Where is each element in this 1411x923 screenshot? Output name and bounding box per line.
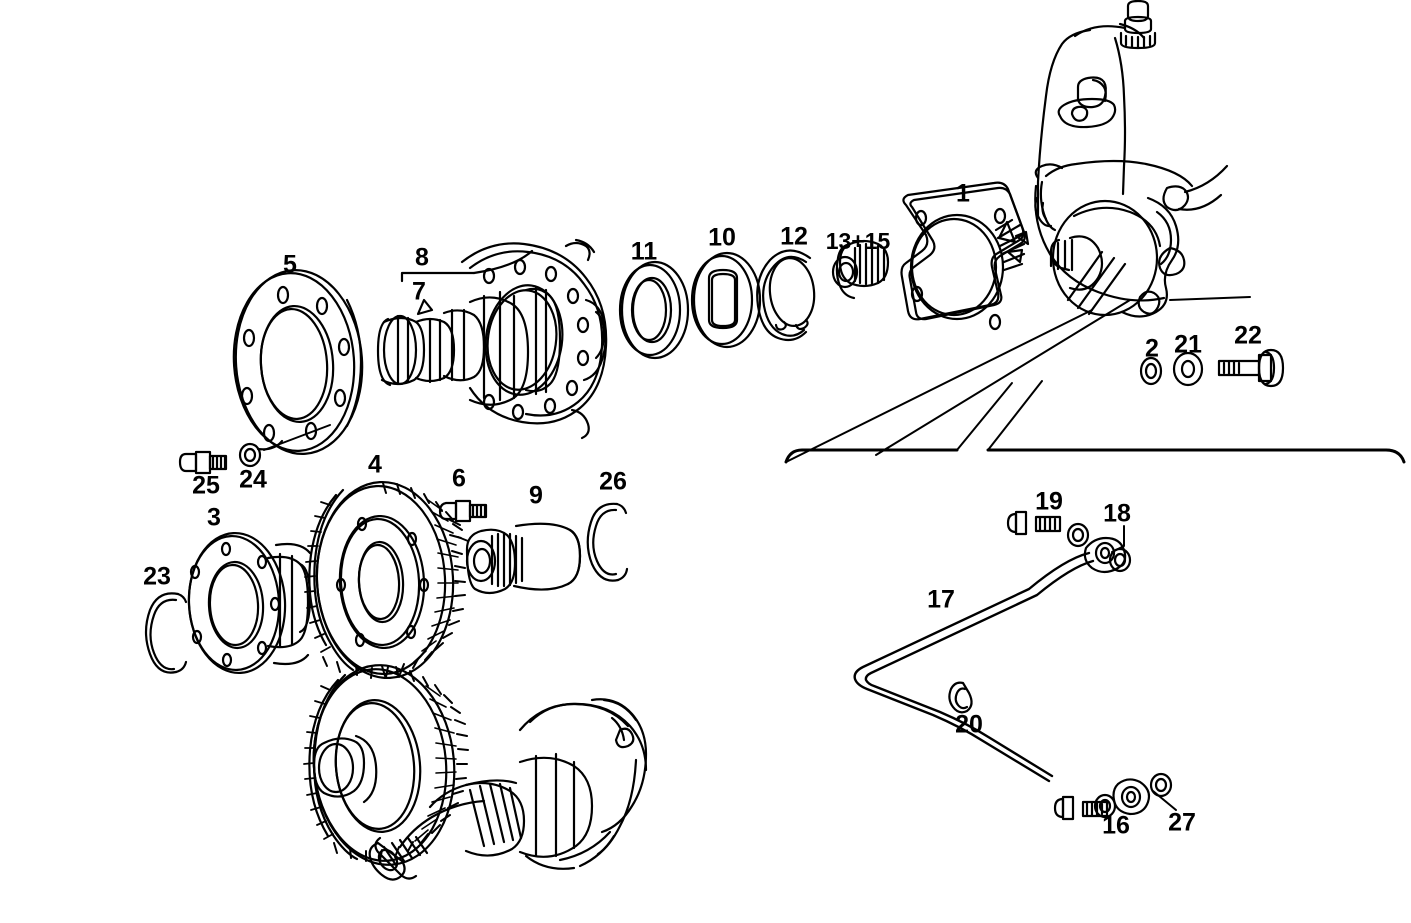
part-24-washer [238,442,262,468]
callout-5: 5 [283,251,297,279]
callout-21: 21 [1174,331,1202,359]
callout-17: 17 [927,586,955,614]
callout-19: 19 [1035,488,1063,516]
part-1-backing-plate [900,181,1030,331]
callout-1: 1 [956,180,970,208]
callout-26: 26 [599,468,627,496]
callout-9: 9 [529,482,543,510]
callout-8: 8 [415,244,429,272]
callout-6: 6 [452,465,466,493]
part-10-thrust-washer [690,251,762,349]
part-21-washer [1172,351,1204,387]
callout-18: 18 [1103,500,1131,528]
part-12-snap-ring [756,249,816,342]
part-26-snap-ring [586,502,629,582]
callout-22: 22 [1234,322,1262,350]
steering-knuckle [785,0,1251,463]
callout-13-15: 13+15 [826,228,891,254]
callout-27: 27 [1168,809,1196,837]
part-9-splined-sleeve [465,522,582,595]
part-25-wheel-stud [178,450,228,475]
part-11-shim-ring [618,260,690,360]
callout-20: 20 [955,711,983,739]
callout-12: 12 [780,223,808,251]
part-22-hex-bolt [1217,348,1285,388]
callout-3: 3 [207,504,221,532]
callout-11: 11 [631,238,658,266]
brake-line-assembly [853,510,1177,821]
part-23-snap-ring [144,592,188,674]
callout-24: 24 [239,466,267,494]
part-8-7-wheel-hub [376,238,608,440]
panel-divider [784,380,1406,464]
part-2-washer [1139,356,1163,386]
callout-16: 16 [1102,812,1130,840]
part-6-short-bolt [438,499,488,523]
bleeder-screw-icon [1119,0,1157,50]
callout-4: 4 [368,451,382,479]
lower-axle-assembly [303,664,648,881]
callout-labels: 1 2 3 4 5 6 7 8 9 10 11 12 13+15 16 17 1… [143,180,1262,840]
leader-24 [263,424,331,451]
callout-10: 10 [708,224,736,252]
part-13-15-knurled-bushing [831,239,890,300]
callout-25: 25 [192,472,220,500]
part-4-ring-gear [304,480,469,680]
callout-7: 7 [412,278,426,306]
callout-23: 23 [143,563,171,591]
callout-2: 2 [1145,335,1159,363]
